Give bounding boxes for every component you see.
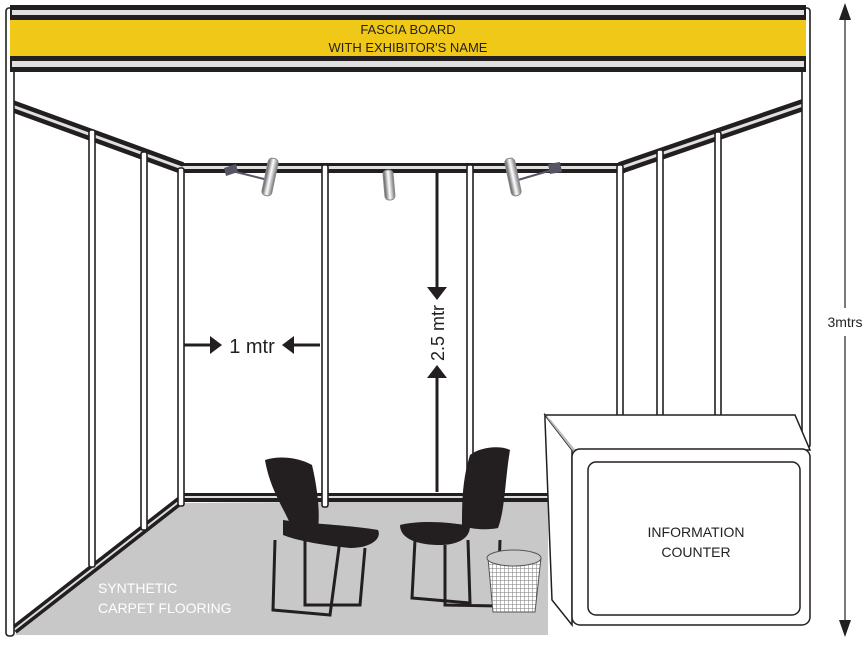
counter-label-line2: COUNTER [661, 544, 730, 560]
width-dimension: 1 mtr [184, 336, 320, 358]
back-top-beam [180, 163, 625, 173]
left-floor-beam [11, 496, 184, 634]
wall-posts [5, 7, 811, 637]
total-height-label: 3mtrs [828, 314, 863, 330]
floor-label-line2: CARPET FLOORING [98, 600, 232, 616]
information-counter: INFORMATION COUNTER [543, 412, 812, 628]
counter-label-line1: INFORMATION [648, 524, 745, 540]
fascia-board: FASCIA BOARD WITH EXHIBITOR'S NAME [10, 5, 806, 72]
spotlight-icon [224, 157, 279, 197]
fascia-label-line2: WITH EXHIBITOR'S NAME [329, 40, 488, 55]
spotlight-icon [382, 169, 396, 201]
back-floor-beam [181, 493, 551, 502]
wall-height-dimension: 2.5 mtr [427, 172, 448, 492]
spotlight-icon [504, 157, 562, 197]
left-top-beam [9, 100, 185, 174]
fascia-label-line1: FASCIA BOARD [360, 22, 455, 37]
chair-icon [265, 457, 379, 617]
right-top-beam [618, 98, 808, 174]
wall-height-label: 2.5 mtr [428, 305, 448, 361]
floor-label-line1: SYNTHETIC [98, 580, 177, 596]
width-label: 1 mtr [229, 336, 275, 358]
waste-bin-icon [486, 549, 542, 613]
total-height-dimension: 3mtrs [828, 3, 863, 637]
chair-icon [400, 447, 510, 608]
